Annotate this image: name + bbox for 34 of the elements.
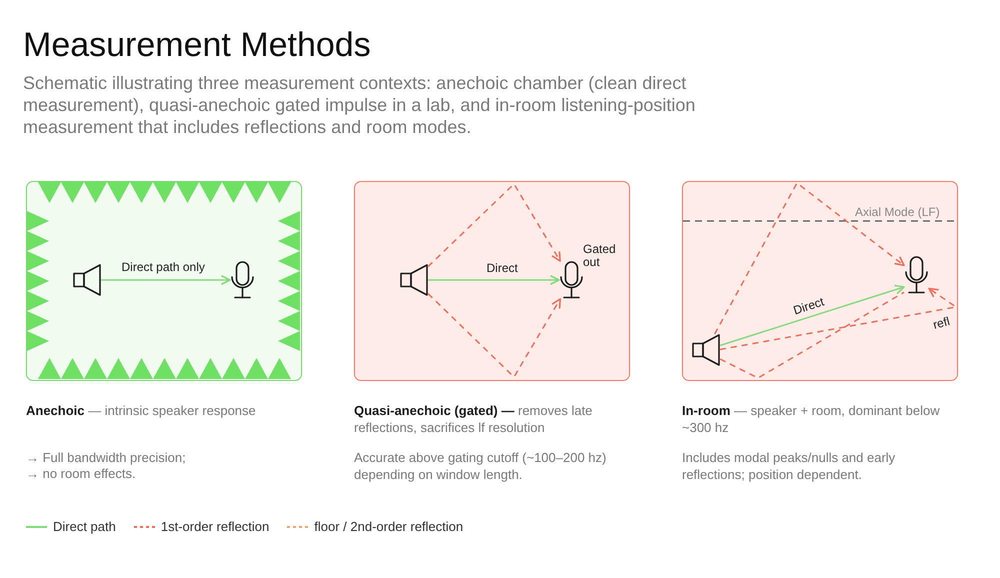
panel-caption: Anechoic — intrinsic speaker response: [26, 402, 257, 419]
edge-label: Direct: [791, 294, 826, 318]
microphone-icon: [230, 260, 254, 298]
dashed-arrow: [714, 182, 905, 334]
panel-caption: Quasi-anechoic (gated) — removes late reflections, sacrifices lf resolution: [354, 402, 594, 436]
dashed-arrow: [427, 183, 561, 268]
room-panel: [682, 181, 958, 381]
line-label: Axial Mode (LF): [855, 205, 940, 219]
arrow: [428, 275, 560, 285]
page-title: Measurement Methods: [23, 25, 371, 65]
arrow: [720, 284, 905, 346]
room-panel: [354, 181, 630, 381]
panel-note: → Full bandwidth precision;: [26, 449, 187, 466]
legend-label: 1st-order reflection: [160, 518, 270, 535]
arrow: [101, 275, 231, 285]
dashed-arrow: [427, 293, 561, 378]
speaker-icon: [692, 334, 720, 366]
dashed-arrow: [720, 288, 957, 350]
subtitle: Schematic illustrating three measurement contexts: anechoic chamber (clean direct measurement), quasi-anechoic gated impulse in a lab, and in-room listening-position measurement that includes reflections and room modes.: [23, 72, 696, 138]
speaker-icon: [72, 264, 100, 296]
microphone-icon: [904, 256, 928, 294]
edge-label: refl: [930, 314, 951, 332]
panel-note: → no room effects.: [26, 465, 137, 482]
annotation-text: Gated out: [583, 243, 617, 269]
legend-label: floor / 2nd-order reflection: [314, 518, 464, 535]
edge-label: Direct path only: [122, 260, 205, 274]
panel-note: Accurate above gating cutoff (~100–200 hz) depending on window length.: [354, 449, 608, 483]
dashed-line: [720, 292, 904, 379]
panel-note: Includes modal peaks/nulls and early reflections; position dependent.: [682, 449, 896, 483]
legend-label: Direct path: [53, 518, 116, 535]
speaker-icon: [400, 264, 428, 296]
microphone-icon: [558, 260, 584, 298]
edge-label: Direct: [486, 261, 518, 275]
panel-caption: In-room — speaker + room, dominant below ~300 hz: [682, 402, 941, 436]
